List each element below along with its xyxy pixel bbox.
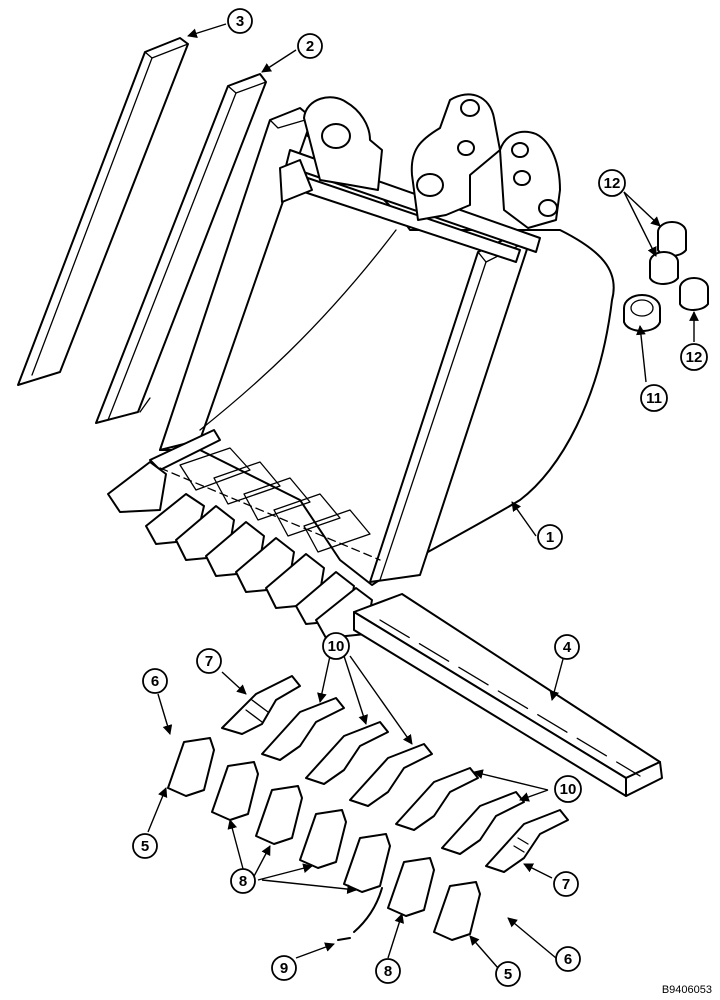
part-1-bucket <box>159 93 615 586</box>
svg-text:8: 8 <box>384 963 392 980</box>
svg-text:5: 5 <box>504 966 512 983</box>
callout-10-right: 10 <box>554 775 582 803</box>
callout-1: 1 <box>537 524 563 550</box>
part-3-wear-strip <box>17 37 189 386</box>
svg-text:5: 5 <box>141 838 149 855</box>
callout-7-top: 7 <box>196 648 222 674</box>
svg-text:12: 12 <box>686 349 703 366</box>
svg-text:3: 3 <box>236 13 244 30</box>
bushings <box>623 221 709 332</box>
part-9-pin <box>337 887 383 941</box>
svg-text:4: 4 <box>563 639 572 656</box>
tooth-points <box>167 737 481 941</box>
callout-12-top: 12 <box>598 169 626 197</box>
callout-10-top: 10 <box>322 632 350 660</box>
callout-8-left: 8 <box>230 868 256 894</box>
callout-5-left: 5 <box>132 833 158 859</box>
leader-lines <box>147 23 699 969</box>
svg-text:2: 2 <box>306 38 314 55</box>
callout-4: 4 <box>554 634 580 660</box>
svg-text:8: 8 <box>239 873 247 890</box>
svg-text:12: 12 <box>604 175 621 192</box>
callout-11: 11 <box>640 384 668 412</box>
callout-3: 3 <box>227 8 253 34</box>
figure-id: B9406053 <box>661 984 712 996</box>
part-2-wear-strip <box>95 73 267 424</box>
callout-9: 9 <box>271 955 297 981</box>
svg-text:1: 1 <box>546 529 554 546</box>
svg-text:9: 9 <box>280 960 288 977</box>
svg-text:11: 11 <box>646 390 662 407</box>
callout-8-bottom: 8 <box>375 958 401 984</box>
callout-6-left: 6 <box>142 668 168 694</box>
svg-text:6: 6 <box>151 673 159 690</box>
callout-6-right: 6 <box>555 946 581 972</box>
callout-7-bottom: 7 <box>553 871 579 897</box>
svg-text:6: 6 <box>564 951 572 968</box>
svg-text:7: 7 <box>205 653 213 670</box>
svg-text:10: 10 <box>328 638 345 655</box>
installed-teeth <box>107 429 381 639</box>
part-4-cutting-edge <box>353 593 663 797</box>
callout-2: 2 <box>297 33 323 59</box>
callout-5-right: 5 <box>495 961 521 987</box>
tooth-adapters <box>221 675 569 873</box>
svg-text:10: 10 <box>560 781 577 798</box>
callout-12-bottom: 12 <box>680 343 708 371</box>
svg-text:7: 7 <box>562 876 570 893</box>
